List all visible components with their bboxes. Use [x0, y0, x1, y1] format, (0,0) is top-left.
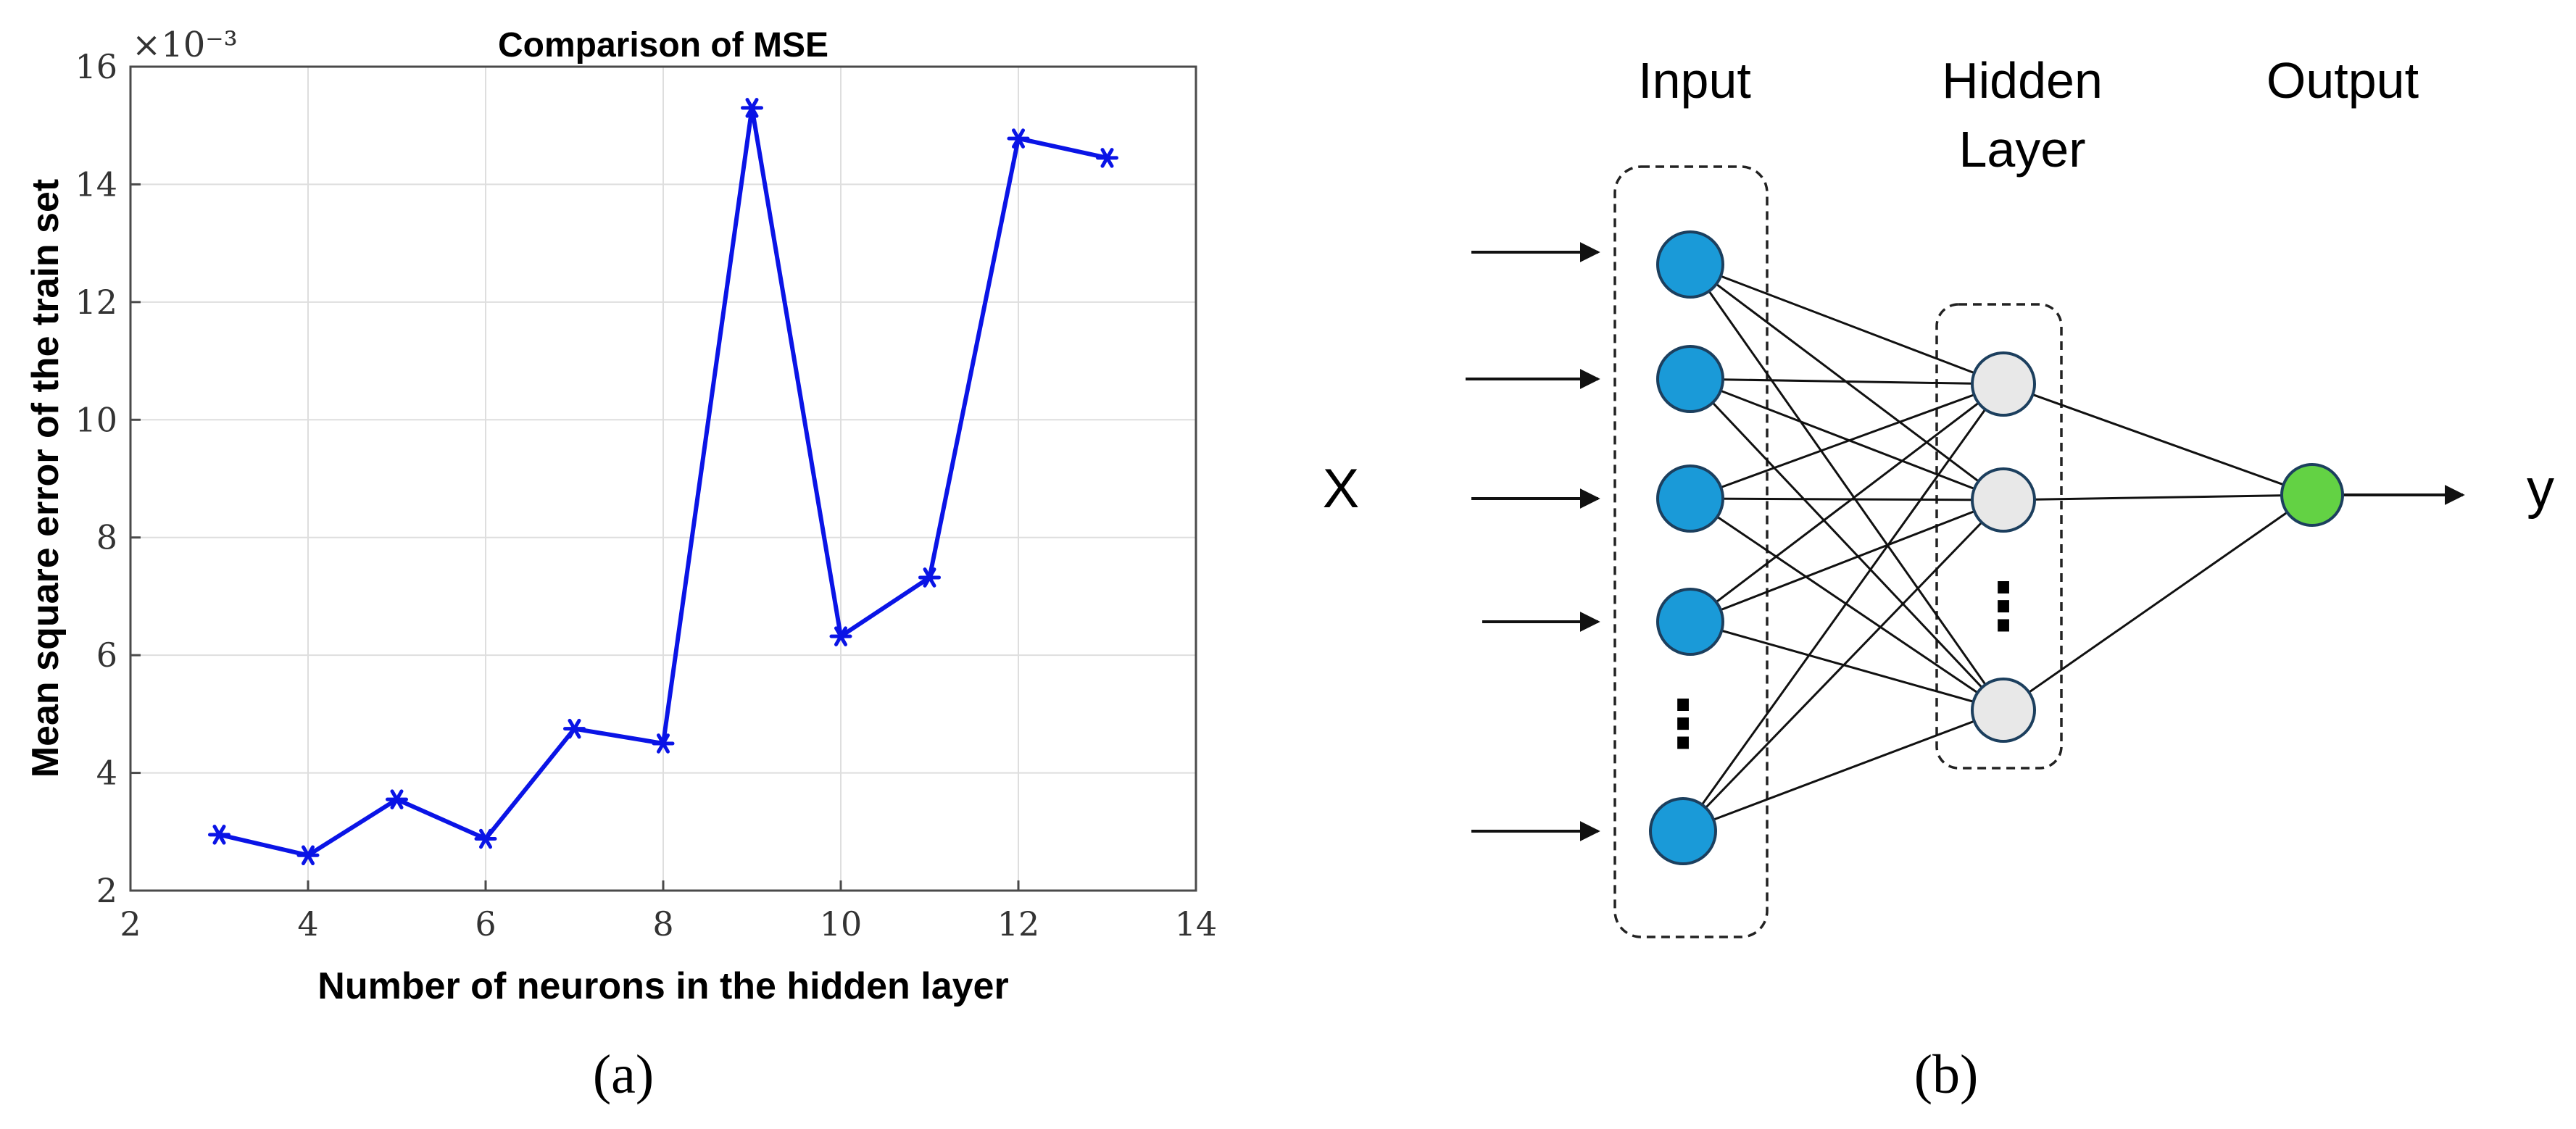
data-point-marker: [741, 98, 763, 118]
y-tick-label: 4: [96, 754, 117, 793]
y-tick-label: 14: [75, 164, 117, 204]
input-hidden-connection: [1690, 497, 2004, 501]
network-diagram: Input Hidden Layer Output X y ⋮ ⋮: [1323, 52, 2554, 938]
y-tick-label: 8: [96, 518, 117, 557]
chart-title: Comparison of MSE: [498, 26, 828, 64]
x-tick-label: 2: [120, 904, 141, 943]
y-tick-label: 6: [96, 636, 117, 675]
hidden-node: [1971, 467, 2036, 533]
x-tick-label: 10: [820, 904, 863, 943]
input-hidden-connection: [1682, 709, 2004, 833]
x-tick-label: 6: [475, 904, 496, 943]
hidden-node: [1971, 351, 2036, 417]
input-hidden-connection: [1689, 378, 2005, 712]
x-tick-label: 12: [997, 904, 1040, 943]
y-exponent-label: ×10⁻³: [132, 25, 238, 65]
hidden-layer-title-line2: Layer: [1958, 121, 2085, 178]
x-tick-label: 14: [1175, 904, 1218, 943]
x-ticks: 2 4 6 8 10 12 14: [120, 880, 1217, 943]
data-point-marker: [829, 626, 852, 646]
input-node: [1656, 588, 1724, 656]
input-hidden-connection: [1690, 499, 2004, 623]
input-node: [1656, 464, 1724, 533]
data-point-marker: [918, 567, 941, 588]
output-layer-title: Output: [2267, 52, 2419, 109]
output-node: [2280, 463, 2344, 527]
input-hidden-connection: [1689, 264, 2005, 711]
x-tick-label: 8: [652, 904, 673, 943]
data-point-marker: [208, 825, 230, 845]
data-point-marker: [1096, 148, 1118, 168]
input-node: [1656, 230, 1724, 299]
data-point-marker: [474, 828, 497, 849]
panel-b-caption: (b): [1914, 1044, 1979, 1105]
y-axis-label: Mean square error of the train set: [25, 179, 67, 778]
input-ellipsis: ⋮: [1650, 688, 1716, 761]
input-symbol: X: [1323, 458, 1360, 520]
input-layer-title: Input: [1638, 52, 1751, 109]
hidden-output-connection: [2003, 493, 2313, 712]
series-group: [208, 98, 1118, 866]
hidden-ellipsis: ⋮: [1971, 571, 2036, 643]
hidden-node: [1971, 678, 2036, 743]
grid-lines: [130, 66, 1197, 891]
panel-a-caption: (a): [593, 1044, 654, 1105]
mse-chart: 2 4 6 8 10 12 14 2 4 6 8 10 12 14 16 Comparison of MS…: [25, 25, 1217, 1007]
input-hidden-connection: [1690, 383, 2004, 623]
input-node: [1649, 797, 1717, 865]
input-arrows: [1466, 242, 2465, 841]
hidden-output-connection: [2003, 493, 2313, 501]
y-tick-label: 2: [96, 871, 117, 910]
x-tick-label: 4: [297, 904, 318, 943]
y-tick-label: 12: [75, 283, 117, 322]
data-point-marker: [652, 733, 675, 754]
hidden-layer-title-line1: Hidden: [1942, 52, 2103, 109]
data-point-marker: [563, 718, 586, 739]
network-edges: [1682, 263, 2313, 833]
input-hidden-connection: [1682, 383, 2005, 832]
hidden-output-connection: [2003, 383, 2313, 496]
input-hidden-connection: [1690, 383, 2004, 500]
input-hidden-connection: [1690, 378, 2004, 501]
data-point-marker: [1007, 128, 1030, 149]
input-hidden-connection: [1690, 378, 2004, 386]
y-ticks: 2 4 6 8 10 12 14 16: [75, 47, 141, 910]
input-hidden-connection: [1682, 499, 2005, 833]
data-point-marker: [296, 845, 320, 866]
y-tick-label: 10: [75, 400, 117, 439]
y-tick-label: 16: [75, 47, 117, 86]
network-nodes: [1649, 230, 2344, 865]
input-layer-box: [1613, 165, 1769, 938]
output-symbol: y: [2527, 458, 2554, 520]
x-axis-label: Number of neurons in the hidden layer: [317, 965, 1008, 1007]
hidden-layer-box: [1935, 303, 2063, 770]
input-hidden-connection: [1690, 620, 2004, 712]
input-node: [1656, 345, 1724, 413]
input-hidden-connection: [1690, 263, 2004, 386]
data-point-marker: [386, 789, 408, 809]
